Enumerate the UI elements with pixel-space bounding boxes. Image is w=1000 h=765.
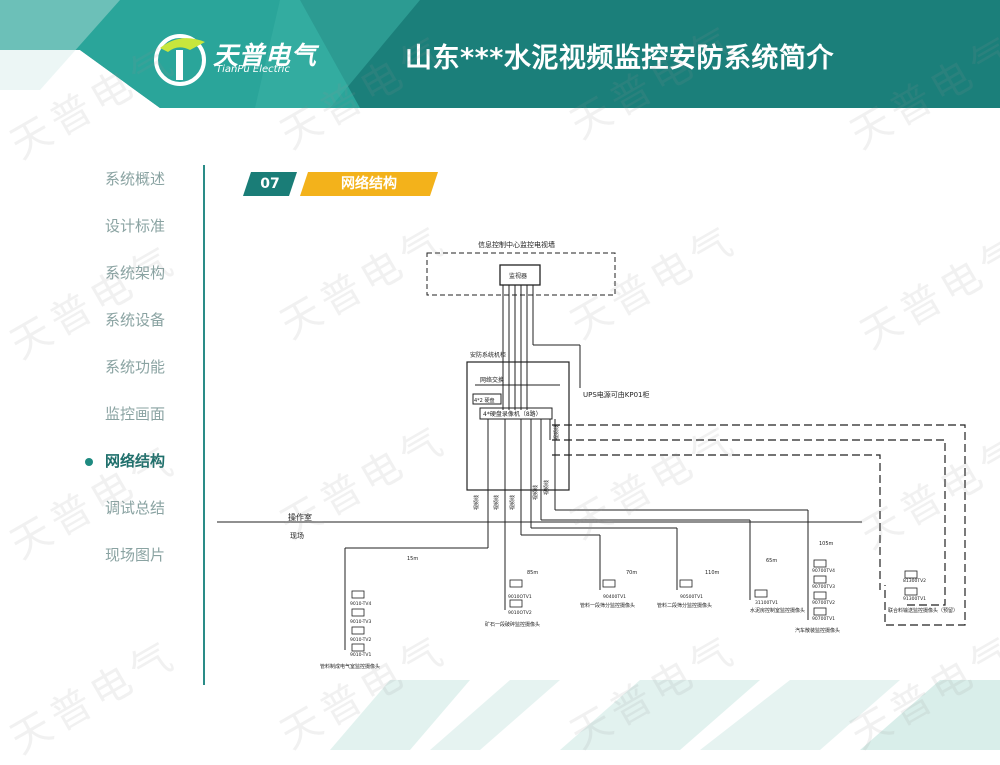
camera-group-label: 管料一段筛分监控摄像头: [580, 602, 635, 609]
camera-id: 81300TV2: [903, 578, 926, 584]
camera-group-truck: 90700TV4 90700TV3 90700TV2 90700TV1 汽车散装…: [795, 559, 840, 634]
camera-id: 90500TV1: [680, 594, 703, 600]
distance-label: 85m: [527, 570, 538, 576]
distance-label: 15m: [407, 556, 418, 562]
logo-name: 天普电气: [213, 41, 318, 70]
camera-group-label: 管料制成电气室监控摄像头: [320, 663, 380, 670]
section-title: 网络结构: [300, 172, 438, 196]
camera-id: 9010OTV2: [508, 610, 532, 616]
camera-id: 31100TV1: [755, 600, 778, 606]
splitter-label: 4*2 硬盘: [474, 397, 494, 404]
camera-group-cement: 31100TV1 水泥房控制室监控摄像头: [750, 589, 805, 614]
camera-id: 90700TV2: [812, 600, 835, 606]
sidebar-item-monitor-screens[interactable]: 监控画面: [105, 405, 166, 423]
sidebar-item-architecture[interactable]: 系统架构: [105, 264, 166, 282]
camera-id: 9010-TV1: [350, 652, 371, 658]
camera-group-screening-1: 90400TV1 管料一段筛分监控摄像头: [580, 579, 635, 609]
zone-label-control: 操作室: [288, 512, 312, 522]
sidebar-item-network[interactable]: 网络结构: [105, 452, 166, 470]
zone-label-field: 现场: [290, 531, 304, 540]
page-title: 山东***水泥视频监控安防系统简介: [405, 43, 834, 74]
camera-id: 9010OTV1: [508, 594, 532, 600]
distance-label: 65m: [766, 558, 777, 564]
cable-label: 视频线: [553, 425, 560, 440]
ups-label: UPS电源可由KP01柜: [583, 390, 650, 399]
camera-group-label: 水泥房控制室监控摄像头: [750, 607, 805, 614]
distance-label: 70m: [626, 570, 637, 576]
camera-group-label: 管料二段筛分监控摄像头: [657, 602, 712, 609]
camera-id: 90700TV4: [812, 568, 835, 574]
camera-group-reserve: 81300TV2 91300TV1 联合料输送监控摄像头（预留）: [888, 570, 958, 614]
monitor-label: 监视器: [509, 272, 527, 280]
sidebar-item-functions[interactable]: 系统功能: [105, 358, 166, 376]
camera-id: 91300TV1: [903, 596, 926, 602]
cable-label: 视频线: [473, 495, 480, 510]
camera-id: 9010-TV2: [350, 637, 371, 643]
camera-id: 9010-TV4: [350, 601, 371, 607]
section-number: 07: [243, 172, 297, 196]
sidebar-item-equipment[interactable]: 系统设备: [105, 311, 166, 329]
header-band: [0, 0, 1000, 108]
active-indicator-dot: [85, 458, 93, 466]
cabinet-label: 安防系统机柜: [470, 351, 506, 359]
camera-id: 90700TV1: [812, 616, 835, 622]
sidebar-divider: [203, 165, 205, 685]
logo-icon: [154, 34, 206, 86]
cable-label: 视频线: [532, 485, 539, 500]
logo-subtitle: TianPu Electric: [216, 64, 290, 75]
camera-group-label: 联合料输送监控摄像头（预留）: [888, 607, 958, 614]
switch-label: 网络交换: [480, 376, 504, 384]
sidebar-item-design-standards[interactable]: 设计标准: [105, 217, 166, 235]
camera-group-screening-2: 90500TV1 管料二段筛分监控摄像头: [657, 579, 712, 609]
camera-group-label: 汽车散装监控摄像头: [795, 627, 840, 634]
company-logo: 天普电气 TianPu Electric: [150, 28, 350, 88]
sidebar-item-debug-summary[interactable]: 调试总结: [105, 499, 166, 517]
camera-id: 90400TV1: [603, 594, 626, 600]
sidebar-item-overview[interactable]: 系统概述: [105, 170, 166, 188]
room-label: 信息控制中心监控电视墙: [478, 240, 555, 249]
distance-label: 110m: [705, 570, 720, 576]
camera-id: 9010-TV3: [350, 619, 371, 625]
camera-group-label: 矿石一段破碎监控摄像头: [485, 621, 540, 628]
cable-label: 视频线: [543, 480, 550, 495]
camera-group-crushing: 9010OTV1 9010OTV2 矿石一段破碎监控摄像头: [485, 579, 540, 628]
distance-label: 105m: [819, 541, 834, 547]
bottom-decoration: [330, 680, 1000, 750]
cable-label: 视频线: [493, 495, 500, 510]
camera-group-left: 9010-TV4 9010-TV3 9010-TV2 9010-TV1 管料制成…: [320, 590, 380, 670]
sidebar-item-site-photos[interactable]: 现场图片: [105, 546, 166, 564]
recorder-label: 4*硬盘录像机（8路）: [483, 410, 542, 418]
cable-label: 视频线: [509, 495, 516, 510]
camera-id: 90700TV3: [812, 584, 835, 590]
